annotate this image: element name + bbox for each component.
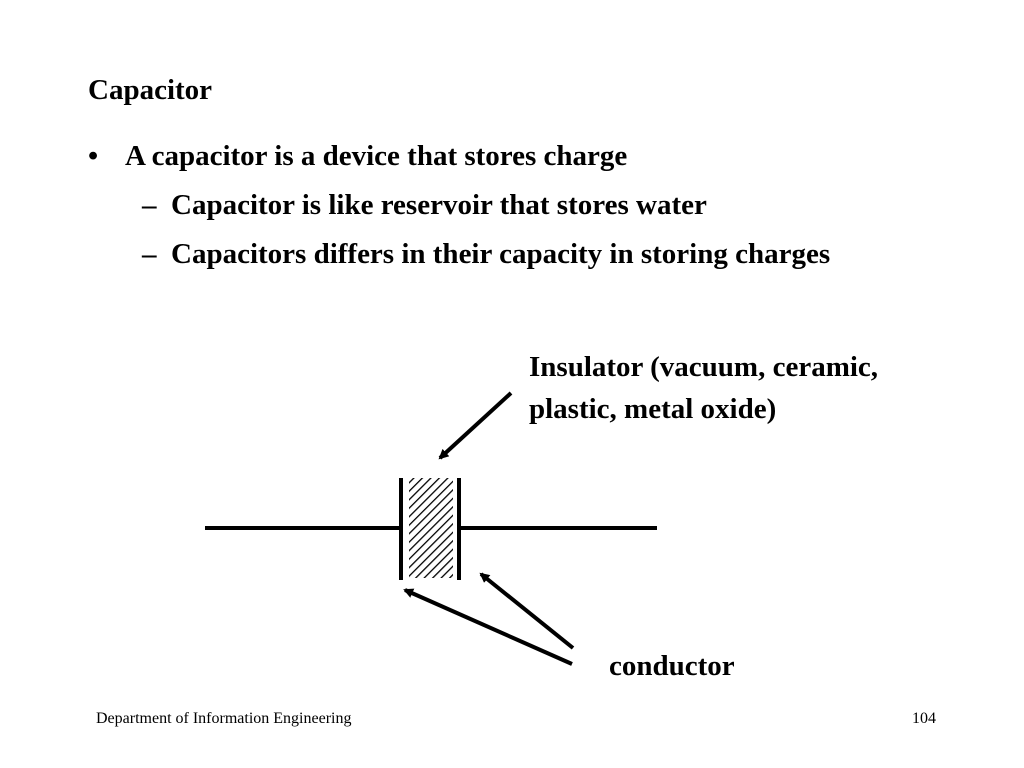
insulator-label-line-1: Insulator (vacuum, ceramic, — [529, 351, 879, 383]
sub-bullet-marker: – — [142, 189, 157, 221]
conductor-label: conductor — [609, 650, 735, 682]
bullet-text: A capacitor is a device that stores char… — [125, 140, 628, 172]
insulator-label-line-2: plastic, metal oxide) — [529, 393, 777, 425]
footer-department: Department of Information Engineering — [96, 710, 352, 727]
insulator-dielectric — [409, 478, 453, 578]
slide-title: Capacitor — [88, 74, 213, 106]
sub-bullet-marker: – — [142, 238, 157, 270]
sub-bullet-text: Capacitors differs in their capacity in … — [171, 238, 831, 270]
bullet-marker: • — [88, 140, 99, 172]
conductor-arrow-right — [479, 572, 575, 650]
conductor-arrow-left — [403, 588, 573, 666]
sub-bullet-text: Capacitor is like reservoir that stores … — [171, 189, 707, 221]
footer-page-number: 104 — [912, 710, 936, 727]
insulator-arrow — [438, 391, 513, 460]
